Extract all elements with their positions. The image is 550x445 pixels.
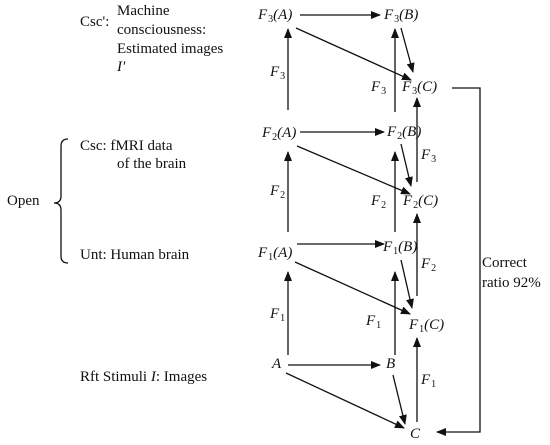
functor-label-F1-C: F1 <box>421 372 437 390</box>
level-csc-prime-desc: Machine consciousness: Estimated images … <box>117 3 224 76</box>
node-B: B <box>386 356 396 372</box>
arrow-F3A-F3C <box>295 27 412 81</box>
node-F2A: F2(A) <box>262 125 297 143</box>
correct-ratio-connector <box>436 87 481 436</box>
functor-label-F3-A: F3 <box>270 64 286 82</box>
arrow-A-C <box>285 372 405 429</box>
node-F1A: F1(A) <box>258 245 293 263</box>
node-F2B: F2(B) <box>387 124 422 142</box>
level-csc-label: Csc: fMRI data <box>80 138 173 154</box>
functor-label-F3-C: F3 <box>421 147 437 165</box>
node-A: A <box>272 356 282 372</box>
functor-label-F1-A: F1 <box>270 306 286 324</box>
node-F1C: F1(C) <box>409 317 445 335</box>
arrow-F1B-F1C <box>400 259 414 309</box>
level-unt-label: Unt: Human brain <box>80 247 190 263</box>
functor-label-F3-B: F3 <box>371 79 387 97</box>
node-F1B: F1(B) <box>383 239 418 257</box>
functor-label-F2-B: F2 <box>371 193 387 211</box>
level-csc-prime-label: Csc': <box>80 14 110 30</box>
correct-ratio-label: Correct ratio 92% <box>482 255 541 291</box>
functor-label-F2-A: F2 <box>270 183 286 201</box>
arrow-F1A-F1C <box>294 261 411 315</box>
functor-label-F1-B: F1 <box>366 313 382 331</box>
node-F3C: F3(C) <box>402 79 438 97</box>
arrow-F2A-F2C <box>296 145 411 195</box>
arrow-F2B-F2C <box>400 143 413 187</box>
node-F3A: F3(A) <box>258 7 293 25</box>
open-label: Open <box>7 193 40 209</box>
functor-label-F2-C: F2 <box>421 256 437 274</box>
node-F2C: F2(C) <box>403 193 439 211</box>
node-C: C <box>410 426 421 442</box>
node-F3B: F3(B) <box>384 7 419 25</box>
arrow-B-C <box>392 374 407 425</box>
level-rft-label: Rft Stimuli I: Images <box>80 369 208 385</box>
level-csc-desc-line2: of the brain <box>117 156 187 172</box>
open-brace <box>53 138 69 264</box>
arrow-F3B-F3C <box>400 27 415 73</box>
